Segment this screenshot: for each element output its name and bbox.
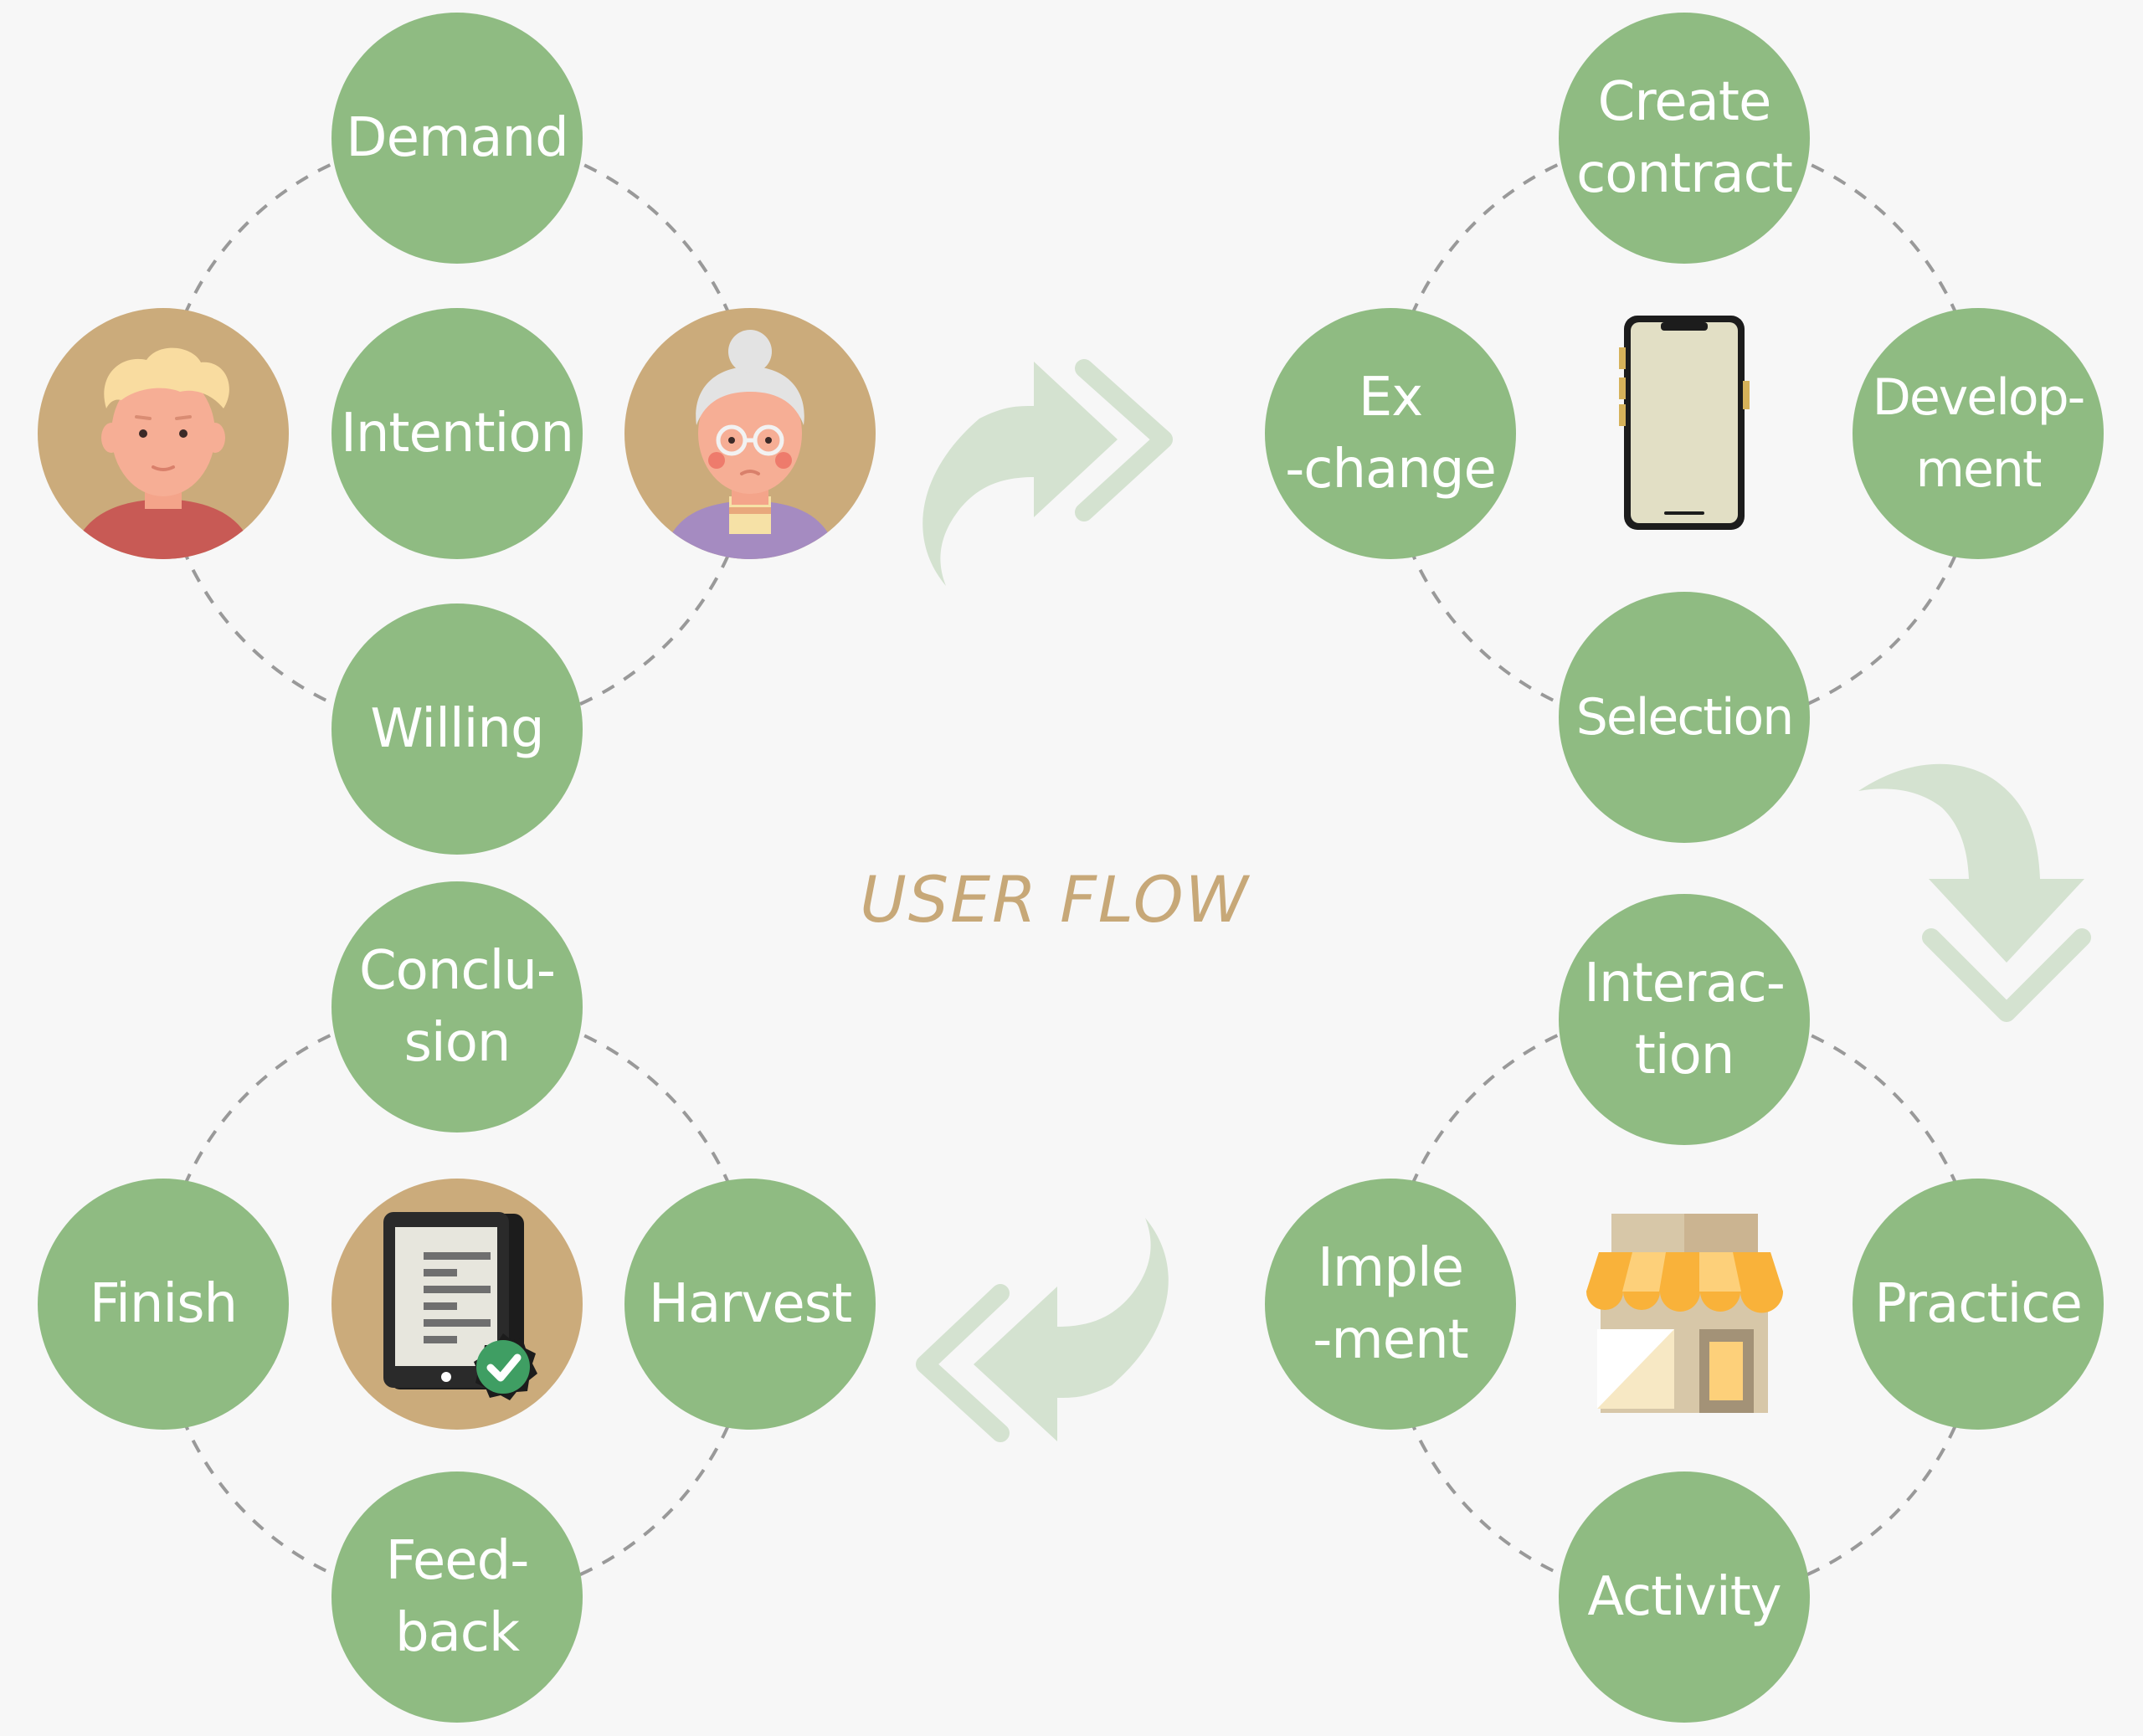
node-label: Willing bbox=[370, 698, 544, 760]
node-label: Practice bbox=[1874, 1273, 2083, 1335]
node-label: Interac- tion bbox=[1584, 953, 1786, 1086]
storefront-icon bbox=[1582, 1212, 1787, 1417]
arrow-right-icon bbox=[922, 359, 1173, 586]
node-activity: Activity bbox=[1559, 1471, 1810, 1723]
node-label: Finish bbox=[89, 1273, 238, 1335]
checked-tablet-icon bbox=[331, 1179, 583, 1430]
node-harvest: Harvest bbox=[624, 1179, 876, 1430]
node-label: Demand bbox=[346, 107, 568, 169]
node-feedback: Feed- back bbox=[331, 1471, 583, 1723]
arrow-down-icon bbox=[1858, 763, 2091, 1022]
node-label: Ex -change bbox=[1285, 367, 1497, 501]
node-label: Create contract bbox=[1576, 71, 1793, 205]
node-label: Selection bbox=[1575, 688, 1795, 747]
node-selection: Selection bbox=[1559, 592, 1810, 843]
user-flow-title: USER FLOW bbox=[860, 862, 1250, 937]
node-create-contract: Create contract bbox=[1559, 13, 1810, 264]
node-implement: Imple -ment bbox=[1265, 1179, 1516, 1430]
node-label: Harvest bbox=[648, 1273, 852, 1335]
node-willing: Willing bbox=[331, 603, 583, 855]
node-label: Imple -ment bbox=[1313, 1237, 1468, 1371]
young-man-avatar bbox=[38, 308, 289, 559]
smartphone-icon bbox=[1617, 314, 1751, 532]
node-label: Conclu- sion bbox=[358, 940, 556, 1074]
node-exchange: Ex -change bbox=[1265, 308, 1516, 559]
arrow-left-icon bbox=[916, 1218, 1169, 1442]
node-label: Activity bbox=[1587, 1566, 1781, 1628]
grandmother-avatar bbox=[624, 308, 876, 559]
node-interaction: Interac- tion bbox=[1559, 894, 1810, 1145]
node-development: Develop- ment bbox=[1853, 308, 2104, 559]
node-label: Feed- back bbox=[385, 1530, 530, 1664]
node-practice: Practice bbox=[1853, 1179, 2104, 1430]
node-finish: Finish bbox=[38, 1179, 289, 1430]
node-conclusion: Conclu- sion bbox=[331, 881, 583, 1133]
node-demand: Demand bbox=[331, 13, 583, 264]
node-intention: Intention bbox=[331, 308, 583, 559]
node-label: Intention bbox=[340, 403, 574, 465]
node-label: Develop- ment bbox=[1872, 368, 2086, 499]
